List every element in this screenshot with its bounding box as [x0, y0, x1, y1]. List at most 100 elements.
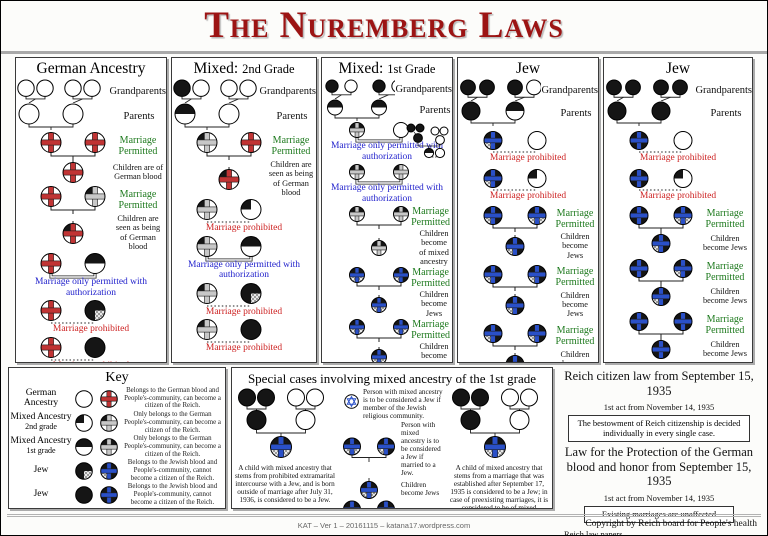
grandparents-label: Grandparents	[695, 84, 752, 96]
grandparents-label: Grandparents	[395, 83, 452, 95]
marriage-pair	[349, 164, 409, 185]
marriage-row: Marriage prohibited	[458, 130, 598, 164]
grandparents-symbols	[460, 79, 542, 101]
marriage-label: Marriage Permitted	[118, 134, 158, 157]
child-symbol	[651, 338, 671, 359]
grandparents-label: Grandparents	[109, 85, 166, 97]
mini-family-tree	[406, 123, 449, 159]
child-symbol	[360, 478, 378, 499]
parents-label: Parents	[123, 111, 155, 122]
family-tree	[232, 388, 338, 464]
marriage-label: Marriage prohibited	[489, 153, 567, 163]
parents-label: Parents	[276, 111, 308, 122]
parents-row: Parents	[604, 101, 752, 126]
grandparents-symbols	[325, 79, 396, 99]
marriage-pair	[343, 437, 395, 462]
grandparents-row: Grandparents	[458, 79, 598, 101]
mixed-parents-inset	[404, 122, 450, 162]
marriage-pair	[629, 259, 693, 285]
ancestry-symbol	[100, 437, 118, 456]
copyright: Copyright by Reich board for People's he…	[585, 519, 757, 529]
child-row: Children become Jews	[458, 291, 598, 319]
marriage-label: Marriage Permitted	[118, 188, 158, 211]
law-act-note: 1st act from November 14, 1935	[603, 402, 715, 412]
child-row: Children become Jews	[458, 232, 598, 260]
column-title-sub: 2nd Grade	[242, 62, 295, 76]
parents-label: Parents	[710, 108, 742, 119]
marriage-label: Marriage only permitted with authorizati…	[34, 277, 148, 298]
child-symbol	[651, 232, 671, 253]
laws-section: Reich citizen law from September 15, 193…	[558, 367, 760, 535]
child-caption: Children become Jews	[702, 339, 747, 358]
parents-label: Parents	[560, 108, 592, 119]
key-row-symbols	[75, 437, 118, 456]
child-symbol	[62, 160, 84, 183]
marriage-label: Marriage prohibited	[639, 153, 717, 163]
child-caption: Children become Jews	[560, 290, 590, 319]
key-row-text: Only belongs to the German People's-comm…	[124, 435, 221, 458]
marriage-label: Marriage prohibited	[489, 190, 567, 201]
grandparents-symbols	[606, 79, 688, 101]
child-row: Children become Jews	[604, 285, 752, 307]
key-row-symbols	[75, 389, 118, 408]
marriage-pair	[343, 500, 395, 508]
child-row: Children become Jews	[322, 290, 452, 318]
children-become-jews-row: Children become Jews	[339, 478, 445, 499]
marriage-pair	[629, 312, 693, 338]
marriage-row: Marriage prohibited	[604, 130, 752, 164]
ancestry-symbol	[100, 413, 118, 432]
marriage-row: Marriage only permitted with authorizati…	[172, 235, 316, 281]
marriage-label: Marriage Permitted	[411, 319, 451, 342]
marriage-label: Marriage prohibited	[639, 190, 717, 201]
child-row: Children become Jews	[322, 342, 452, 362]
marriage-row: Marriage only permitted with authorizati…	[322, 163, 452, 204]
reich-citizen-law-heading: Reich citizen law from September 15, 193…	[564, 369, 754, 398]
citizenship-box: The bestowment of Reich citizenship is d…	[568, 415, 750, 443]
child-symbol	[505, 293, 525, 315]
law-paper-line: Reich law papers	[564, 529, 623, 536]
marriage-row: Marriage prohibited	[604, 168, 752, 202]
married-to-jew-rule: Person with mixed ancestry is to be cons…	[339, 421, 445, 477]
child-symbol	[371, 346, 387, 362]
marriage-label: Marriage prohibited	[205, 306, 283, 317]
marriage-label: Marriage Permitted	[705, 207, 745, 230]
special-case-right: A child of mixed ancestry that stems fro…	[446, 388, 552, 508]
marriage-pair	[196, 132, 262, 160]
marriage-label: Marriage Permitted	[411, 206, 451, 228]
marriage-pair	[483, 168, 547, 190]
ancestry-symbol	[75, 486, 93, 504]
column-title-main: Mixed:	[338, 60, 384, 77]
parents-symbols	[174, 103, 240, 130]
marriage-row: Marriage only permitted with authorizati…	[322, 121, 452, 162]
marriage-pair	[349, 267, 409, 291]
marriage-pair	[483, 206, 547, 232]
key-row-symbols	[75, 462, 118, 480]
child-caption: Children become Jews	[702, 233, 747, 252]
ancestry-symbol	[100, 462, 118, 480]
child-caption: Children become Jews	[560, 349, 590, 362]
grandparents-label: Grandparents	[541, 84, 598, 96]
marriage-pair	[40, 336, 106, 361]
marriage-label: Marriage Permitted	[555, 207, 595, 230]
footer: KAT – Ver 1 – 20161115 – katana17.wordpr…	[7, 514, 761, 535]
child-caption: Children become Jews	[702, 286, 747, 305]
column-title-sub: 1st Grade	[387, 62, 436, 76]
parents-row: Parents	[16, 103, 166, 130]
special-case-middle: Person with mixed ancestry is to be cons…	[338, 388, 446, 508]
grandparents-label: Grandparents	[259, 85, 316, 97]
special-cases-body: A child with mixed ancestry that stems f…	[232, 388, 552, 508]
family-tree-diagram	[238, 388, 324, 458]
marriage-row: Marriage prohibited	[172, 198, 316, 234]
